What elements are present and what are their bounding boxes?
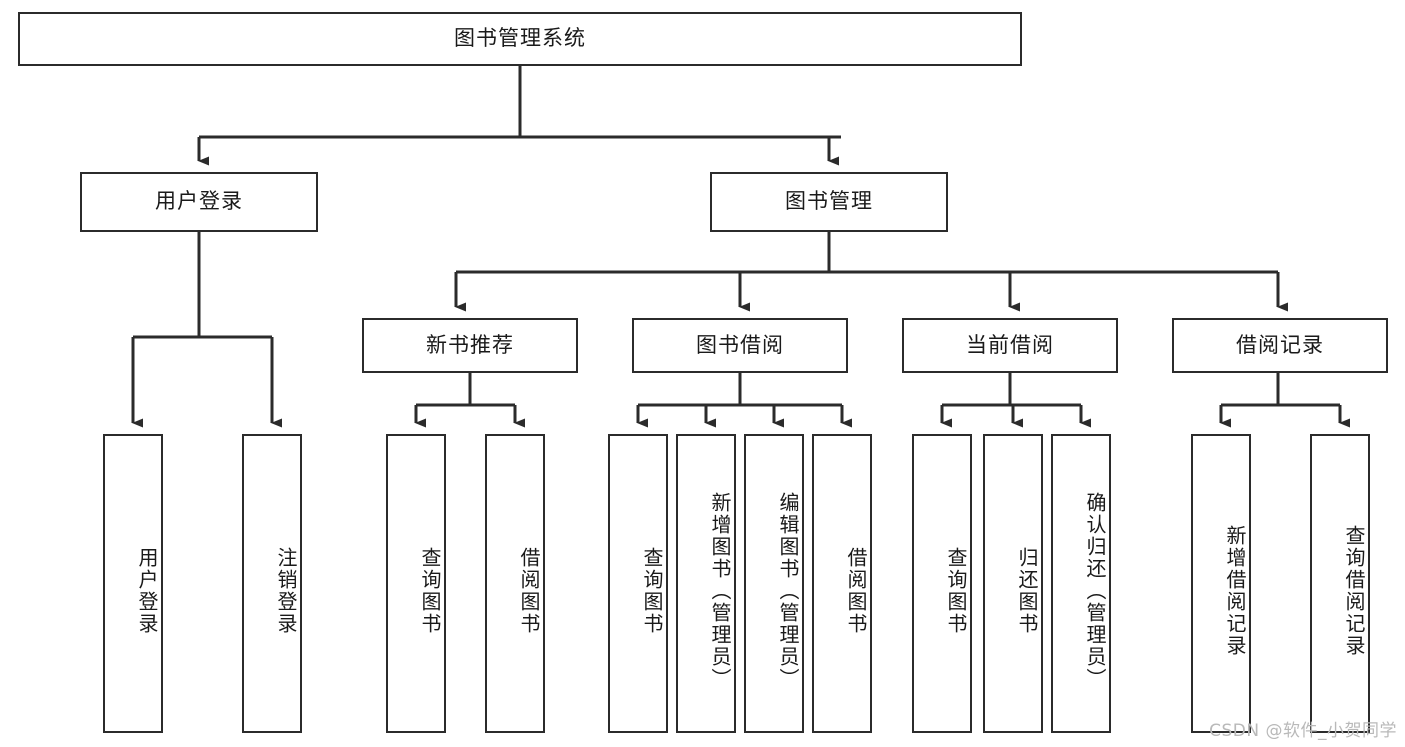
leaf-query-book-1[interactable]: 查询图书 — [386, 434, 446, 733]
leaf-confirm-return[interactable]: 确认归还（管理员） — [1051, 434, 1111, 733]
node-root-label: 图书管理系统 — [454, 26, 586, 51]
leaf-add-book-label: 新增图书（管理员） — [708, 491, 732, 690]
leaf-borrow-book-2[interactable]: 借阅图书 — [812, 434, 872, 733]
node-borrow-record-label: 借阅记录 — [1236, 332, 1324, 357]
leaf-borrow-book-1-label: 借阅图书 — [517, 546, 541, 635]
leaf-edit-book-label: 编辑图书（管理员） — [776, 491, 800, 690]
node-book-manage-label: 图书管理 — [785, 189, 873, 214]
leaf-borrow-book-2-label: 借阅图书 — [844, 546, 868, 635]
leaf-add-record[interactable]: 新增借阅记录 — [1191, 434, 1251, 733]
leaf-borrow-book-1[interactable]: 借阅图书 — [485, 434, 545, 733]
leaf-user-login[interactable]: 用户登录 — [103, 434, 163, 733]
node-new-book-recommend-label: 新书推荐 — [426, 332, 514, 357]
node-current-borrow-label: 当前借阅 — [966, 332, 1054, 357]
leaf-query-book-1-label: 查询图书 — [418, 546, 442, 635]
leaf-return-book-label: 归还图书 — [1015, 546, 1039, 635]
leaf-logout-label: 注销登录 — [274, 546, 298, 635]
node-book-borrow[interactable]: 图书借阅 — [632, 318, 848, 373]
leaf-query-book-2-label: 查询图书 — [640, 546, 664, 635]
leaf-query-book-2[interactable]: 查询图书 — [608, 434, 668, 733]
node-book-manage[interactable]: 图书管理 — [710, 172, 948, 232]
leaf-query-book-3[interactable]: 查询图书 — [912, 434, 972, 733]
leaf-edit-book[interactable]: 编辑图书（管理员） — [744, 434, 804, 733]
leaf-logout[interactable]: 注销登录 — [242, 434, 302, 733]
node-root[interactable]: 图书管理系统 — [18, 12, 1022, 66]
node-book-borrow-label: 图书借阅 — [696, 332, 784, 357]
leaf-query-book-3-label: 查询图书 — [944, 546, 968, 635]
node-user-login-label: 用户登录 — [155, 189, 243, 214]
leaf-return-book[interactable]: 归还图书 — [983, 434, 1043, 733]
node-borrow-record[interactable]: 借阅记录 — [1172, 318, 1388, 373]
leaf-user-login-label: 用户登录 — [135, 546, 159, 635]
node-current-borrow[interactable]: 当前借阅 — [902, 318, 1118, 373]
leaf-add-book[interactable]: 新增图书（管理员） — [676, 434, 736, 733]
leaf-add-record-label: 新增借阅记录 — [1223, 524, 1247, 657]
node-new-book-recommend[interactable]: 新书推荐 — [362, 318, 578, 373]
leaf-query-record-label: 查询借阅记录 — [1342, 524, 1366, 657]
node-user-login[interactable]: 用户登录 — [80, 172, 318, 232]
leaf-query-record[interactable]: 查询借阅记录 — [1310, 434, 1370, 733]
leaf-confirm-return-label: 确认归还（管理员） — [1083, 491, 1107, 690]
